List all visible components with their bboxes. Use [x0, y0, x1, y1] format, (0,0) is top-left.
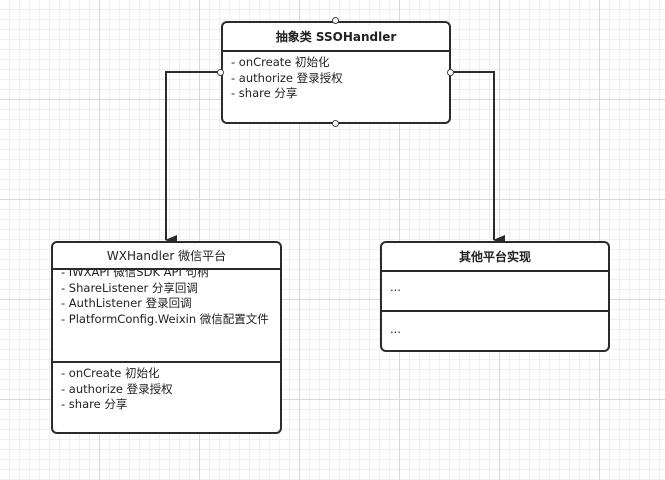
sso-handler-title: 抽象类 SSOHandler [223, 23, 449, 52]
wx-field-sharelistener: - ShareListener 分享回调 [61, 280, 198, 295]
sso-left-connection-port[interactable] [217, 69, 224, 76]
other-method-ellipsis: ... [390, 322, 401, 336]
wx-field-authlistener: - AuthListener 登录回调 [61, 296, 192, 310]
other-platform-fields: ... [382, 272, 608, 310]
wx-field-platformconfig: - PlatformConfig.Weixin 微信配置文件 [61, 311, 269, 326]
wx-handler-fields: - IWXAPI 微信SDK API 句柄 - ShareListener 分享… [53, 270, 280, 361]
other-platform-methods: ... [382, 310, 608, 345]
sso-right-connection-port[interactable] [447, 69, 454, 76]
wx-handler-title: WXHandler 微信平台 [53, 243, 280, 270]
other-platform-title: 其他平台实现 [382, 243, 608, 272]
sso-handler-methods: - onCreate 初始化 - authorize 登录授权 - share … [223, 52, 449, 105]
wx-field-iwxapi: - IWXAPI 微信SDK API 句柄 [61, 270, 209, 279]
sso-bottom-connection-port[interactable] [332, 120, 339, 127]
sso-handler-class[interactable]: 抽象类 SSOHandler - onCreate 初始化 - authoriz… [221, 21, 451, 124]
wx-method-authorize: - authorize 登录授权 [61, 381, 173, 396]
connector-sso-to-wx [165, 71, 221, 245]
sso-method-share: - share 分享 [231, 86, 298, 100]
sso-method-authorize: - authorize 登录授权 [231, 70, 343, 85]
sso-top-connection-port[interactable] [332, 17, 339, 24]
connector-sso-to-other [451, 71, 505, 245]
other-platform-class[interactable]: 其他平台实现 ... ... [380, 241, 610, 352]
wx-handler-class[interactable]: WXHandler 微信平台 - IWXAPI 微信SDK API 句柄 - S… [51, 241, 282, 434]
wx-method-share: - share 分享 [61, 397, 128, 411]
wx-method-oncreate: - onCreate 初始化 [61, 366, 160, 380]
sso-method-oncreate: - onCreate 初始化 [231, 55, 330, 69]
wx-handler-methods: - onCreate 初始化 - authorize 登录授权 - share … [53, 361, 280, 416]
other-field-ellipsis: ... [390, 280, 401, 294]
